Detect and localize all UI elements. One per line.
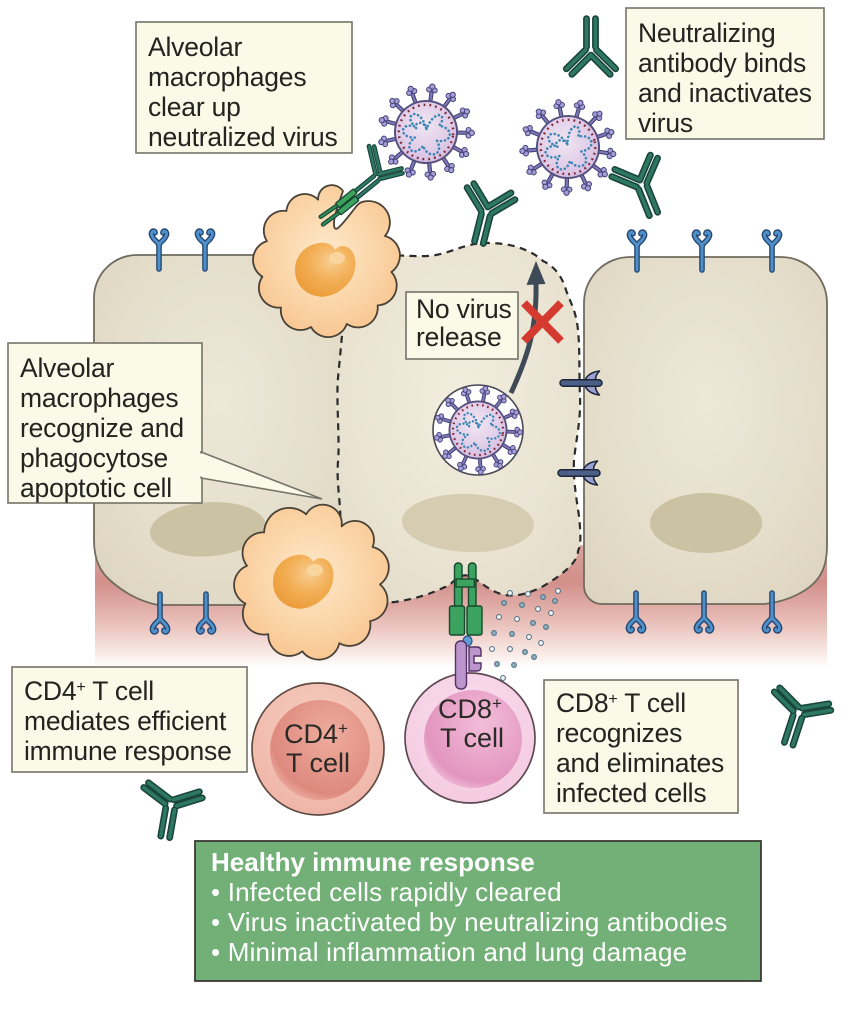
svg-text:Healthy immune response: Healthy immune response (211, 847, 535, 877)
svg-text:antibody binds: antibody binds (638, 48, 806, 78)
svg-text:Alveolar: Alveolar (148, 32, 243, 62)
svg-text:T cell: T cell (440, 723, 504, 753)
svg-text:mediates efficient: mediates efficient (24, 706, 227, 736)
svg-text:recognizes: recognizes (556, 718, 682, 748)
svg-text:infected cells: infected cells (556, 778, 706, 808)
svg-text:and eliminates: and eliminates (556, 748, 724, 778)
svg-text:T cell: T cell (286, 748, 350, 778)
svg-text:neutralized virus: neutralized virus (148, 122, 338, 152)
svg-text:CD8+: CD8+ (438, 694, 502, 724)
svg-text:Neutralizing: Neutralizing (638, 18, 776, 48)
svg-text:virus: virus (638, 108, 693, 138)
svg-text:No virus: No virus (416, 294, 512, 324)
svg-text:• Minimal inflammation and lun: • Minimal inflammation and lung damage (211, 937, 687, 967)
svg-text:macrophages: macrophages (148, 62, 306, 92)
svg-text:recognize and: recognize and (20, 413, 184, 443)
svg-text:release: release (416, 322, 502, 352)
svg-text:macrophages: macrophages (20, 383, 178, 413)
svg-text:CD4+ T cell: CD4+ T cell (24, 676, 154, 706)
svg-text:• Infected cells rapidly clear: • Infected cells rapidly cleared (211, 877, 562, 907)
svg-text:immune response: immune response (24, 736, 232, 766)
svg-text:clear up: clear up (148, 92, 241, 122)
svg-text:and inactivates: and inactivates (638, 78, 812, 108)
svg-text:Alveolar: Alveolar (20, 353, 115, 383)
svg-text:CD8+ T cell: CD8+ T cell (556, 688, 686, 718)
svg-text:• Virus inactivated by neutral: • Virus inactivated by neutralizing anti… (211, 907, 727, 937)
svg-text:phagocytose: phagocytose (20, 443, 168, 473)
svg-text:CD4+: CD4+ (284, 719, 348, 749)
svg-text:apoptotic cell: apoptotic cell (20, 473, 172, 503)
